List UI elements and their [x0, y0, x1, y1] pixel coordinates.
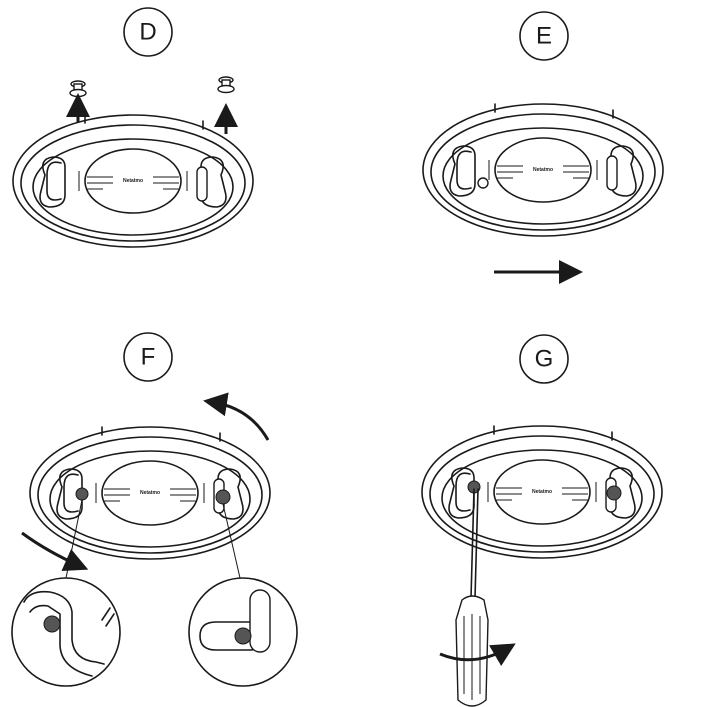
screw-head [75, 487, 89, 501]
screw-head [215, 489, 231, 505]
step-badge: F [123, 332, 173, 382]
rotate-arrow-icon [21, 531, 89, 571]
step-badge: D [123, 7, 173, 57]
step-badge: E [519, 11, 569, 61]
rotate-arrow-icon [203, 392, 270, 441]
step-e: E Netatmo [422, 11, 664, 284]
brand-mark: Netatmo [140, 490, 160, 496]
screw-head [477, 177, 489, 189]
screw-icon [217, 76, 235, 94]
step-label: F [141, 344, 156, 371]
step-badge: G [519, 334, 569, 384]
brand-mark: Netatmo [533, 167, 553, 173]
base-plate: Netatmo [12, 114, 254, 248]
step-d: D Netatmo [12, 7, 254, 248]
brand-mark: Netatmo [123, 178, 143, 184]
step-label: G [535, 346, 554, 373]
step-g: G Netatmo [421, 334, 663, 707]
rotate-arrow-icon [439, 643, 516, 666]
magnifier-inset-icon [188, 577, 298, 687]
base-plate: Netatmo [421, 425, 663, 559]
screw-icon [69, 80, 87, 98]
magnifier-inset-icon [11, 577, 121, 687]
step-label: E [536, 23, 552, 50]
brand-mark: Netatmo [532, 489, 552, 495]
step-f: F Netatmo [11, 332, 298, 687]
screwdriver-icon [455, 488, 489, 707]
base-plate: Netatmo [422, 103, 664, 237]
step-label: D [139, 19, 156, 46]
base-plate: Netatmo [29, 426, 271, 560]
screw-head [606, 485, 622, 501]
